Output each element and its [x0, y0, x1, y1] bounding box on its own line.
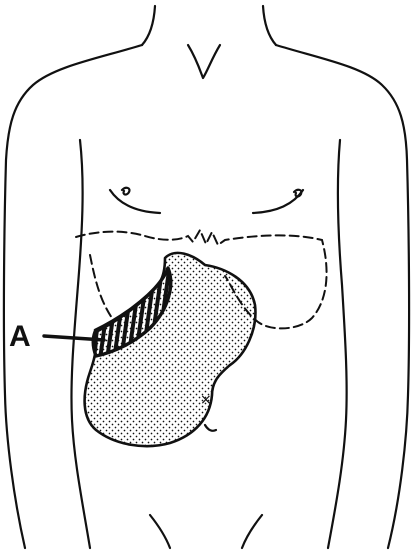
lower-abdomen-right: [242, 515, 262, 548]
navel-mark: [205, 425, 216, 431]
callout-label: A: [9, 320, 31, 353]
right-nipple: [294, 190, 301, 197]
left-flank: [71, 140, 90, 548]
lower-abdomen-left: [150, 515, 170, 548]
left-pectoral-line: [110, 190, 160, 213]
neck-left: [142, 6, 155, 45]
left-shoulder-arm: [4, 45, 142, 548]
left-nipple: [122, 188, 129, 195]
sternal-notch: [188, 45, 220, 78]
small-mark: ×: [200, 392, 212, 408]
neck-right: [263, 6, 276, 45]
right-flank: [328, 140, 347, 548]
